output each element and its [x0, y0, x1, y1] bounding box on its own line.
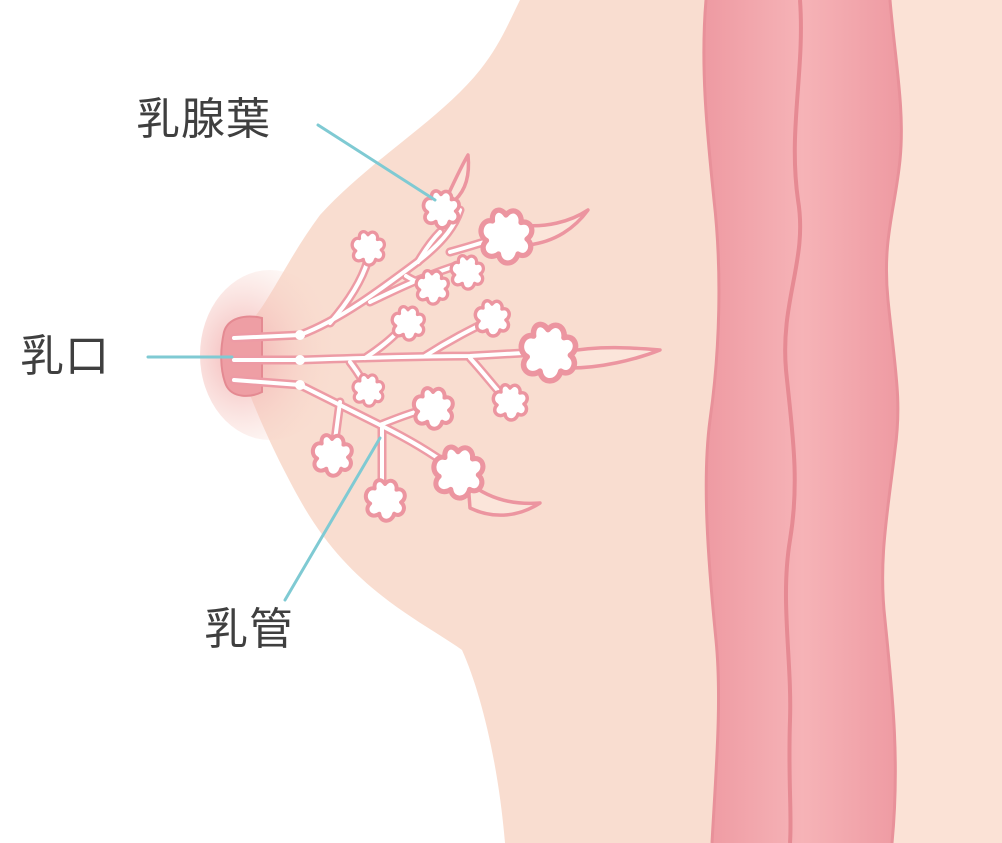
label-duct: 乳管: [204, 608, 294, 652]
label-lobule: 乳腺葉: [136, 98, 271, 142]
pectoral-muscle: [704, 0, 901, 843]
label-nipple: 乳口: [20, 335, 110, 379]
